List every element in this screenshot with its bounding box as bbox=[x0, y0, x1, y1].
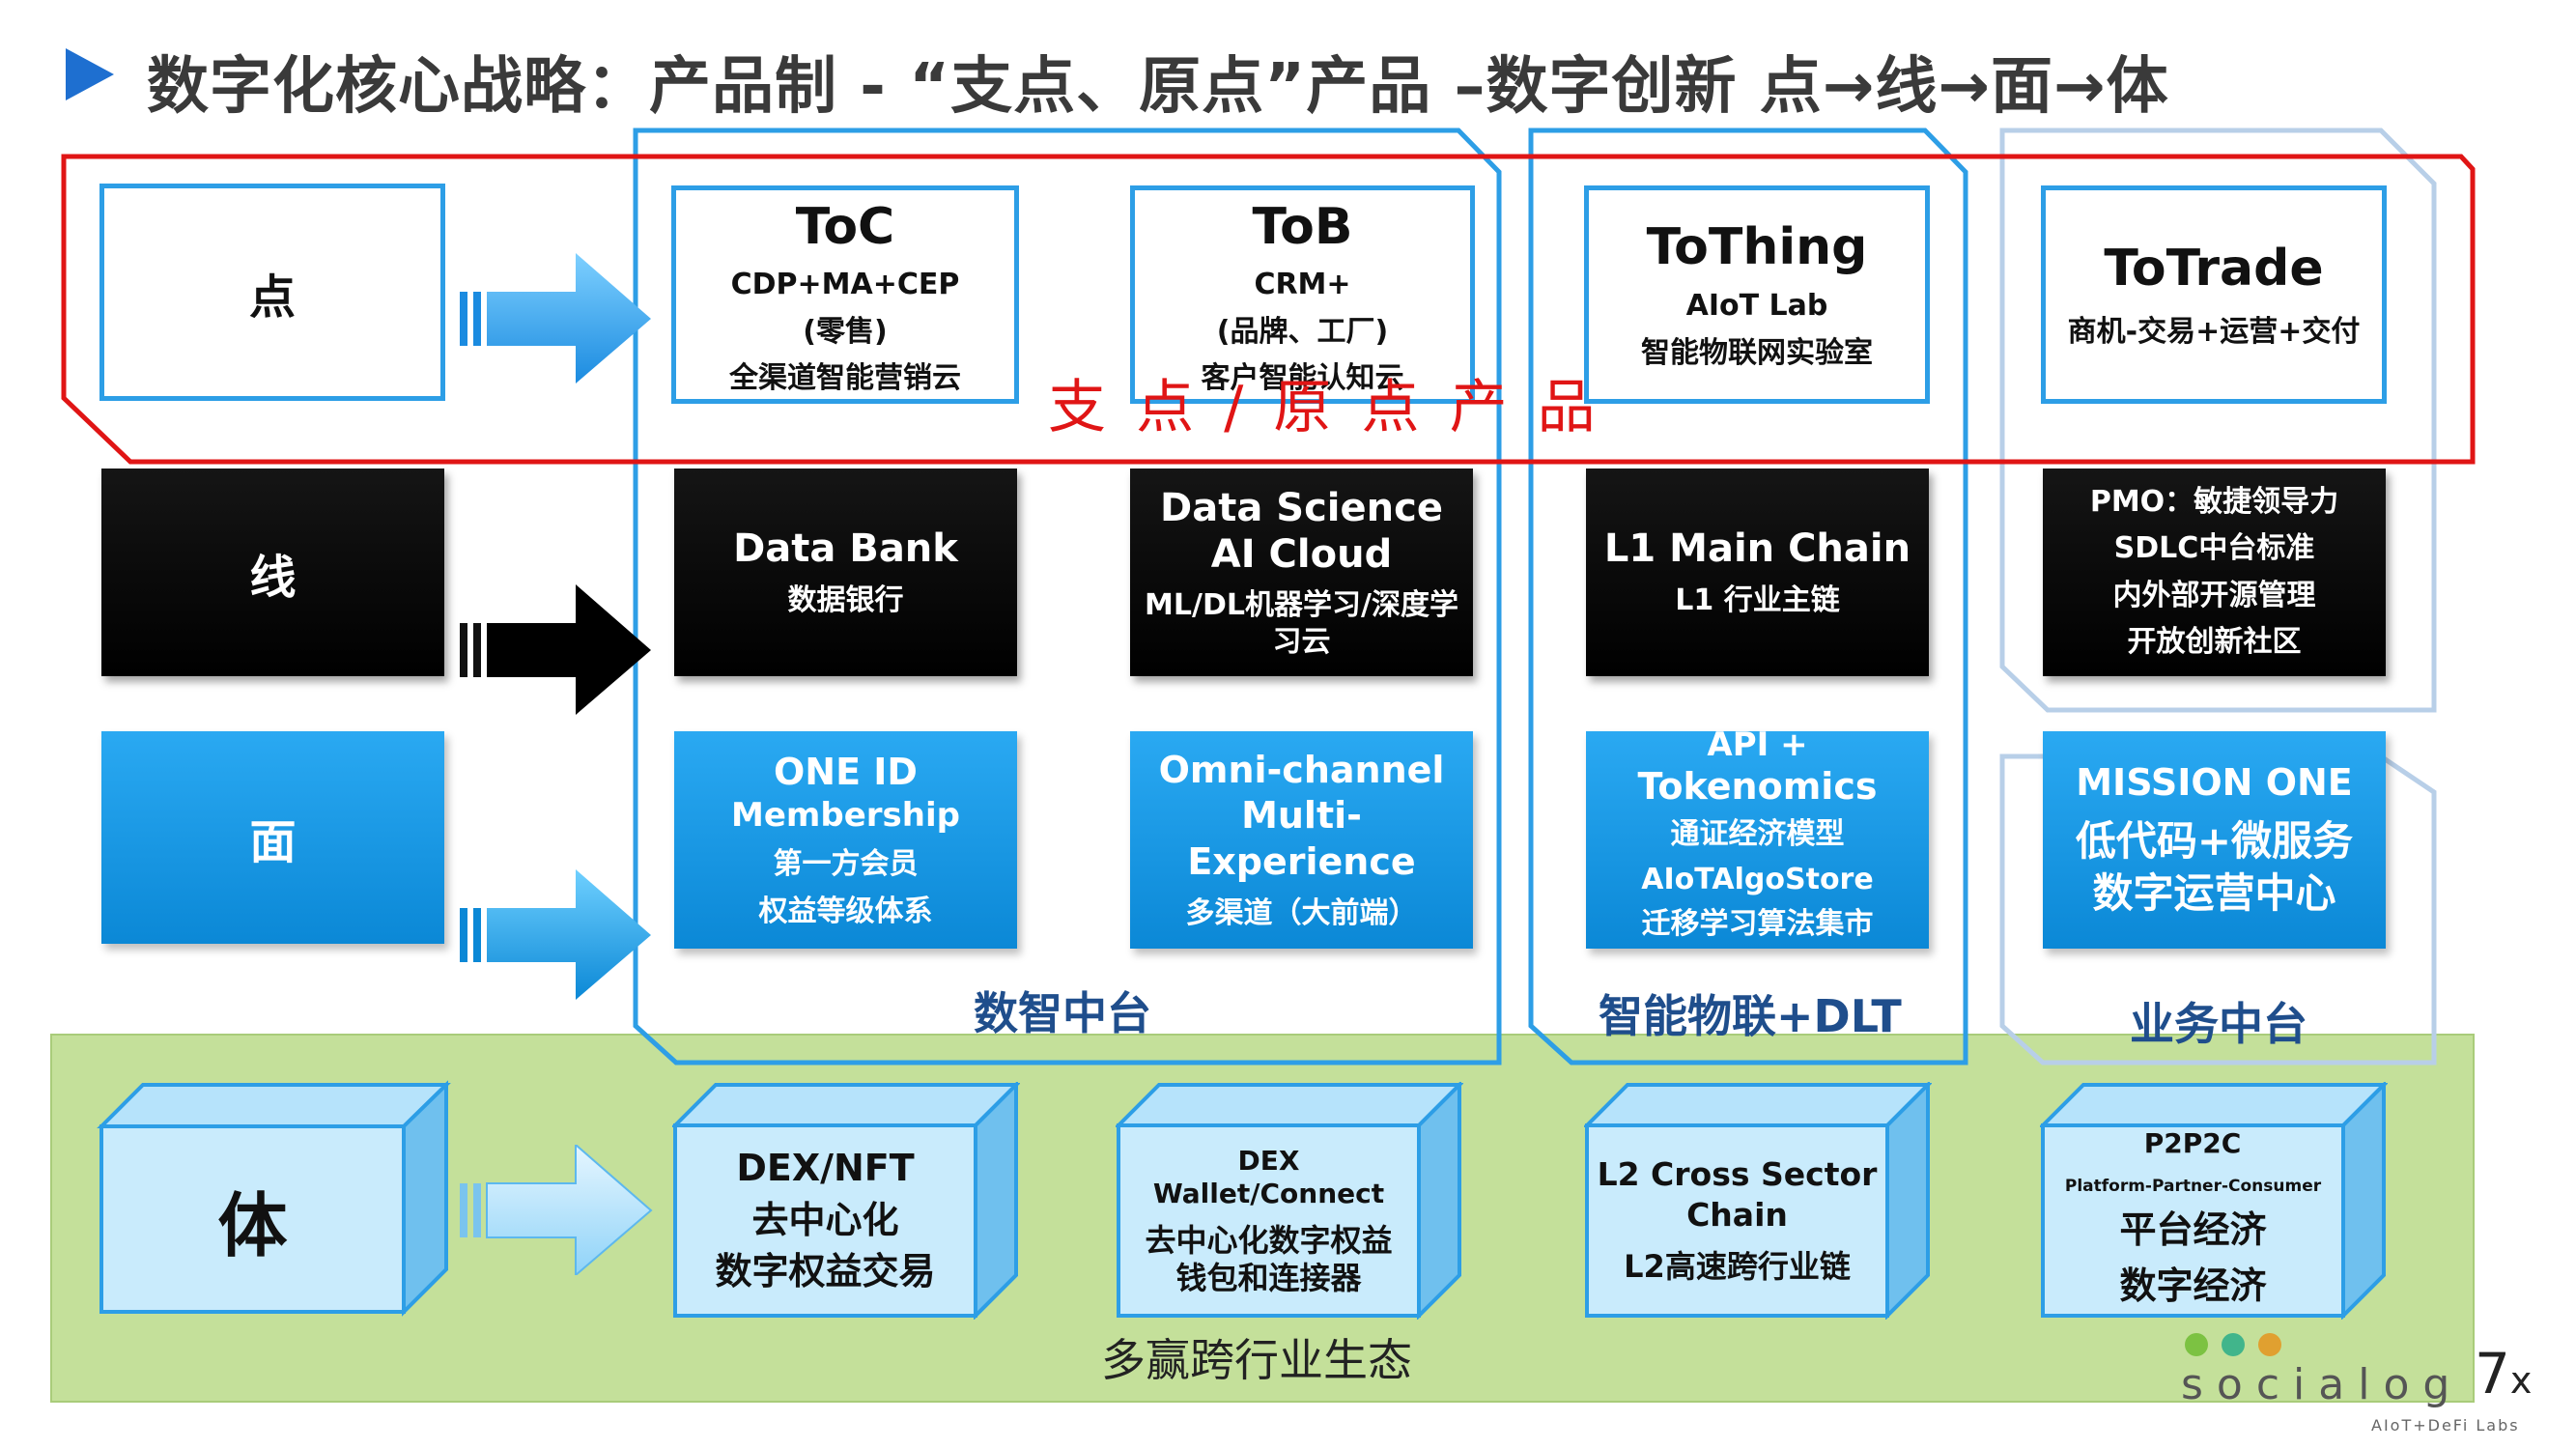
databank-title: Data Bank bbox=[733, 526, 958, 572]
toc-line: CDP+MA+CEP bbox=[730, 268, 960, 302]
tob-box: ToB CRM+ (品牌、工厂) 客户智能认知云 bbox=[1130, 185, 1475, 404]
tothing-line: 智能物联网实验室 bbox=[1641, 335, 1873, 370]
dex-nft-line: 数字权益交易 bbox=[715, 1250, 936, 1293]
dsai-title: Data Science AI Cloud bbox=[1160, 486, 1443, 577]
api-tokenomics-box: API + Tokenomics 通证经济模型 AIoTAlgoStore 迁移… bbox=[1586, 731, 1929, 949]
row-label-plane-text: 面 bbox=[249, 815, 297, 869]
omni-line: Multi- bbox=[1241, 794, 1362, 838]
api-line: Tokenomics bbox=[1637, 765, 1878, 809]
row-label-line: 线 bbox=[101, 469, 444, 676]
api-line: 迁移学习算法集市 bbox=[1641, 907, 1874, 942]
arrow-right-icon bbox=[460, 253, 651, 384]
p2p2c-box: Platform-Partner-Consumer 平台经济 数字经济 bbox=[2043, 1169, 2343, 1316]
totrade-title: ToTrade bbox=[2104, 239, 2324, 298]
row-label-body-text: 体 bbox=[217, 1184, 288, 1266]
totrade-box: ToTrade 商机-交易+运营+交付 bbox=[2041, 185, 2387, 404]
dex-wallet-line: 去中心化数字权益 bbox=[1145, 1221, 1393, 1259]
page-number: 7x bbox=[2475, 1341, 2532, 1406]
dex-wallet-box: DEX Wallet/Connect 去中心化数字权益 钱包和连接器 bbox=[1118, 1125, 1419, 1316]
arrow-right-icon bbox=[460, 869, 651, 1000]
fulcrum-label: 支 点 / 原 点 产 品 bbox=[1048, 374, 1601, 441]
l2-chain-cube bbox=[1584, 1082, 1932, 1320]
oneid-line: Membership bbox=[731, 796, 960, 836]
databank-line: 数据银行 bbox=[787, 583, 904, 618]
tothing-line: AIoT Lab bbox=[1685, 289, 1828, 324]
mission-line: 低代码+微服务 bbox=[2075, 817, 2354, 866]
pmo-line: SDLC中台标准 bbox=[2113, 531, 2315, 565]
tothing-box: ToThing AIoT Lab 智能物联网实验室 bbox=[1584, 185, 1930, 404]
databank-box: Data Bank 数据银行 bbox=[674, 469, 1017, 676]
p2p2c-line: 数字经济 bbox=[2119, 1264, 2267, 1307]
toc-line: 全渠道智能营销云 bbox=[729, 361, 961, 396]
l1-title: L1 Main Chain bbox=[1603, 526, 1911, 572]
p2p2c-line: 平台经济 bbox=[2119, 1208, 2267, 1252]
p2p2c-line: P2P2C bbox=[2143, 1126, 2242, 1159]
api-line: API + bbox=[1707, 731, 1808, 765]
platform-label-business: 业务中台 bbox=[2130, 998, 2307, 1050]
omni-line: Experience bbox=[1187, 840, 1416, 884]
oneid-box: ONE ID Membership 第一方会员 权益等级体系 bbox=[674, 731, 1017, 949]
omni-box: Omni-channel Multi- Experience 多渠道（大前端） bbox=[1130, 731, 1473, 949]
page-number-digit: 7 bbox=[2475, 1341, 2510, 1406]
l2-line: L2 Cross Sector bbox=[1597, 1155, 1878, 1194]
ecosystem-label: 多赢跨行业生态 bbox=[1101, 1334, 1412, 1386]
platform-label-iot-dlt: 智能物联+DLT bbox=[1599, 990, 1902, 1042]
omni-line: 多渠道（大前端） bbox=[1185, 895, 1418, 930]
dex-nft-line: DEX/NFT bbox=[736, 1146, 915, 1189]
api-line: AIoTAlgoStore bbox=[1641, 862, 1874, 896]
p2p2c-top-text: P2P2C bbox=[2040, 1122, 2345, 1165]
dsai-box: Data Science AI Cloud ML/DL机器学习/深度学习云 bbox=[1130, 469, 1473, 676]
l2-chain-box: L2 Cross Sector Chain L2高速跨行业链 bbox=[1587, 1125, 1887, 1316]
pmo-line: 内外部开源管理 bbox=[2112, 578, 2316, 612]
row-label-plane: 面 bbox=[101, 731, 444, 944]
tob-title: ToB bbox=[1252, 198, 1353, 257]
row-label-body: 体 bbox=[101, 1126, 404, 1312]
logo-subtitle: AIoT+DeFi Labs bbox=[2371, 1416, 2520, 1435]
mission-line: MISSION ONE bbox=[2076, 761, 2353, 805]
platform-label-data-intel: 数智中台 bbox=[974, 987, 1151, 1039]
row-label-point-text: 点 bbox=[248, 270, 296, 325]
dex-nft-line: 去中心化 bbox=[751, 1198, 899, 1241]
oneid-line: 权益等级体系 bbox=[758, 894, 933, 928]
api-line: 通证经济模型 bbox=[1670, 817, 1845, 852]
toc-title: ToC bbox=[795, 198, 895, 257]
p2p2c-cube bbox=[2040, 1082, 2388, 1320]
mission-line: 数字运营中心 bbox=[2092, 869, 2336, 918]
dex-nft-box: DEX/NFT 去中心化 数字权益交易 bbox=[675, 1125, 976, 1316]
tothing-title: ToThing bbox=[1646, 217, 1868, 276]
l2-line: Chain bbox=[1686, 1196, 1788, 1235]
row-label-line-text: 线 bbox=[249, 550, 297, 605]
omni-line: Omni-channel bbox=[1158, 748, 1445, 791]
title-marker-icon bbox=[66, 48, 114, 100]
page-number-suffix: x bbox=[2509, 1359, 2533, 1402]
arrow-right-icon bbox=[460, 584, 651, 715]
p2p2c-line: Platform-Partner-Consumer bbox=[2064, 1176, 2322, 1196]
pmo-box: PMO：敏捷领导力 SDLC中台标准 内外部开源管理 开放创新社区 bbox=[2043, 469, 2386, 676]
toc-box: ToC CDP+MA+CEP (零售) 全渠道智能营销云 bbox=[671, 185, 1019, 404]
oneid-line: ONE ID bbox=[774, 750, 918, 793]
l1-chain-box: L1 Main Chain L1 行业主链 bbox=[1586, 469, 1929, 676]
tob-line: 客户智能认知云 bbox=[1201, 361, 1404, 396]
row-label-body-cube bbox=[97, 1080, 451, 1317]
toc-line: (零售) bbox=[803, 314, 888, 349]
arrow-right-icon bbox=[460, 1145, 653, 1275]
l2-line: L2高速跨行业链 bbox=[1624, 1248, 1851, 1286]
oneid-line: 第一方会员 bbox=[773, 847, 919, 882]
pmo-line: 开放创新社区 bbox=[2127, 625, 2302, 659]
dex-wallet-line: 钱包和连接器 bbox=[1175, 1259, 1362, 1296]
totrade-line: 商机-交易+运营+交付 bbox=[2067, 314, 2361, 349]
dex-wallet-cube bbox=[1116, 1082, 1463, 1320]
tob-line: (品牌、工厂) bbox=[1216, 314, 1389, 349]
dsai-line: ML/DL机器学习/深度学习云 bbox=[1145, 588, 1458, 659]
dex-wallet-line: Wallet/Connect bbox=[1152, 1177, 1385, 1209]
dex-nft-cube bbox=[672, 1082, 1020, 1320]
dex-wallet-line: DEX bbox=[1237, 1144, 1300, 1177]
pmo-line: PMO：敏捷领导力 bbox=[2089, 484, 2339, 519]
logo-text: socialog bbox=[2181, 1360, 2464, 1409]
row-label-point: 点 bbox=[99, 184, 445, 401]
l1-line: L1 行业主链 bbox=[1675, 583, 1840, 618]
page-title: 数字化核心战略：产品制 - “支点、原点”产品 –数字创新 点→线→面→体 bbox=[147, 51, 2169, 123]
mission-one-box: MISSION ONE 低代码+微服务 数字运营中心 bbox=[2043, 731, 2386, 949]
tob-line: CRM+ bbox=[1254, 268, 1351, 302]
